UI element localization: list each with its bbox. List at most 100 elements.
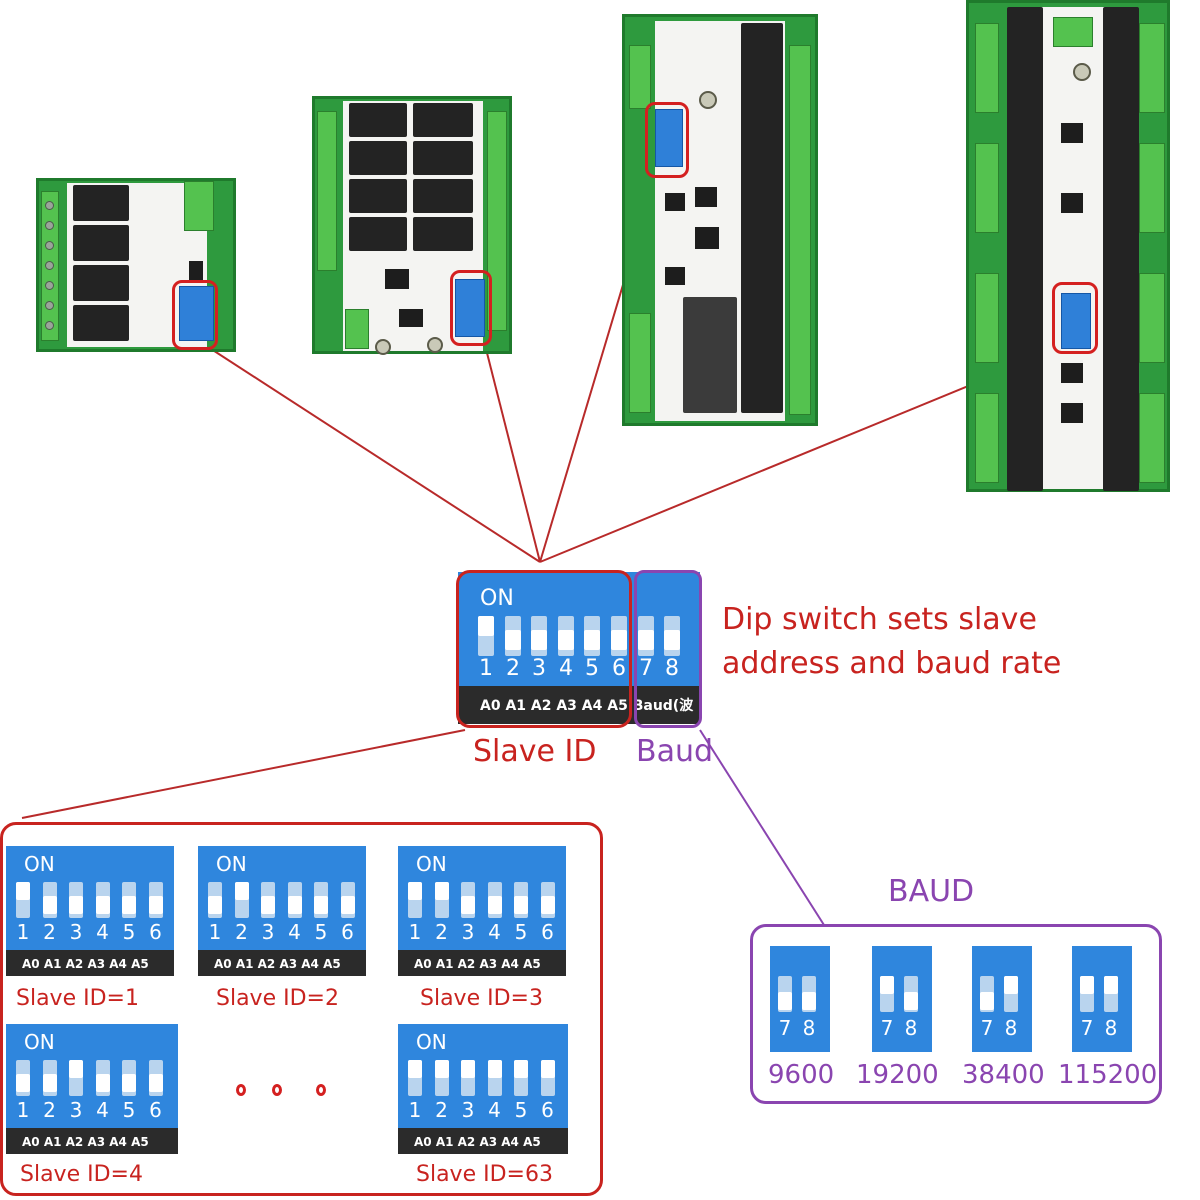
dip-number: 5	[585, 656, 599, 681]
dip-number: 1	[16, 1098, 30, 1122]
ellipsis-dot	[272, 1084, 282, 1096]
dip-number: 7	[639, 656, 653, 681]
dip-number: 4	[288, 920, 301, 944]
dip-knob	[802, 992, 816, 1010]
dip-footer-labels: A0 A1 A2 A3 A4 A5	[6, 1128, 178, 1154]
dip-number: 7	[880, 1016, 894, 1040]
dip-number: 3	[261, 920, 275, 944]
dip-number: 5	[122, 1098, 136, 1122]
dip-number: 2	[235, 920, 248, 944]
baud-rate-caption: 115200	[1058, 1060, 1158, 1090]
dip-knob	[1080, 976, 1094, 994]
baud-rate-caption: 19200	[856, 1060, 939, 1090]
dip-number: 5	[122, 920, 136, 944]
dip-knob	[314, 896, 328, 914]
dip-highlight-board1	[172, 280, 218, 350]
dip-knob	[558, 630, 574, 650]
dip-number: 4	[96, 920, 109, 944]
dip-number: 3	[532, 656, 546, 681]
relay-board-32ch	[966, 0, 1170, 492]
dip-knob	[880, 976, 894, 994]
dip-number: 7	[1080, 1016, 1094, 1040]
dip-number: 7	[980, 1016, 994, 1040]
dip-knob	[16, 1074, 30, 1092]
dip-knob	[408, 882, 422, 900]
dip-knob	[611, 630, 627, 650]
relay-board-16ch	[622, 14, 818, 426]
baud-panel-title: BAUD	[888, 874, 975, 909]
relay-board-8ch	[312, 96, 512, 355]
dip-knob	[122, 1074, 136, 1092]
dip-knob	[514, 896, 528, 914]
dip-footer-labels: A0 A1 A2 A3 A4 A5 Baud(波	[458, 686, 700, 724]
dip-knob	[42, 896, 57, 914]
dip-number: 3	[461, 920, 475, 944]
dip-knob	[461, 1060, 475, 1078]
annotation-line-1: Dip switch sets slave	[722, 602, 1037, 637]
baud-group-box	[634, 570, 702, 728]
dip-knob	[980, 992, 994, 1010]
baud-label: Baud	[636, 734, 714, 769]
dip-knob	[69, 896, 83, 914]
dip-knob	[1004, 976, 1018, 994]
dip-knob	[208, 896, 222, 914]
relay-board-4ch	[36, 178, 236, 352]
dip-number: 4	[488, 920, 501, 944]
dip-knob	[478, 616, 494, 636]
slave-id-examples-panel	[0, 822, 603, 1196]
ellipsis-dot	[316, 1084, 326, 1096]
dip-number: 8	[1104, 1016, 1118, 1040]
dip-footer-labels: A0 A1 A2 A3 A4 A5	[398, 1128, 568, 1154]
dip-knob	[531, 630, 547, 650]
dip-number: 3	[461, 1098, 475, 1122]
baud-panel	[750, 924, 1162, 1104]
dip-knob	[42, 1074, 57, 1092]
dip-footer-labels: A0 A1 A2 A3 A4 A5	[398, 950, 566, 976]
dip-knob	[261, 896, 275, 914]
dip-on-label: ON	[480, 586, 514, 611]
dip-number: 6	[541, 1098, 554, 1122]
dip-knob	[584, 630, 600, 650]
dip-knob	[16, 882, 30, 900]
dip-number: 1	[479, 656, 493, 681]
slave-id-caption: Slave ID=4	[20, 1162, 143, 1187]
dip-number: 2	[506, 656, 520, 681]
dip-number: 8	[904, 1016, 918, 1040]
dip-on-label: ON	[216, 852, 247, 876]
dip-knob	[340, 896, 355, 914]
dip-footer-labels: A0 A1 A2 A3 A4 A5	[6, 950, 174, 976]
dip-on-label: ON	[416, 852, 447, 876]
dip-knob	[778, 992, 792, 1010]
dip-knob	[505, 630, 521, 650]
dip-number: 5	[314, 920, 328, 944]
dip-knob	[148, 1074, 163, 1092]
slave-id-caption: Slave ID=63	[416, 1162, 553, 1187]
dip-knob	[95, 1074, 110, 1092]
dip-knob	[408, 1060, 422, 1078]
slave-id-caption: Slave ID=1	[16, 986, 139, 1011]
dip-knob	[487, 896, 502, 914]
dip-number: 1	[408, 920, 422, 944]
dip-number: 2	[43, 920, 56, 944]
dip-knob	[540, 896, 555, 914]
dip-number: 1	[16, 920, 30, 944]
dip-number: 4	[559, 656, 573, 681]
dip-knob	[287, 896, 302, 914]
dip-number: 3	[69, 1098, 83, 1122]
dip-on-label: ON	[416, 1030, 447, 1054]
dip-number: 6	[149, 1098, 162, 1122]
dip-number: 2	[435, 1098, 448, 1122]
dip-number: 8	[802, 1016, 816, 1040]
dip-number: 2	[435, 920, 448, 944]
dip-knob	[1104, 976, 1118, 994]
dip-knob	[234, 882, 249, 900]
dip-knob	[434, 882, 449, 900]
dip-knob	[904, 992, 918, 1010]
baud-rate-caption: 9600	[768, 1060, 835, 1090]
